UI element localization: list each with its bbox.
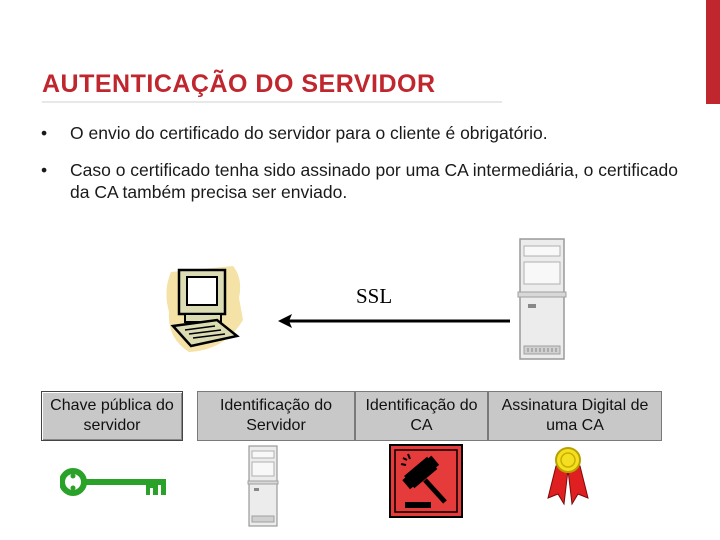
cert-field-label: Assinatura Digital de uma CA [501,397,649,434]
key-icon [60,468,166,496]
arrow-left-icon [278,314,510,328]
bullet-marker: • [41,160,48,180]
ssl-label: SSL [356,284,393,308]
gavel-icon [389,444,463,518]
cert-field-server-id: Identificação do Servidor [197,391,355,441]
bullet-list: • O envio do certificado do servidor para… [40,122,680,218]
bullet-item: • O envio do certificado do servidor para… [40,122,680,144]
bullet-text: Caso o certificado tenha sido assinado p… [70,160,678,202]
cert-field-ca-signature: Assinatura Digital de uma CA [488,391,662,441]
server-icon [517,238,567,360]
server-icon [247,445,279,527]
cert-field-ca-id: Identificação do CA [355,391,488,441]
cert-field-label: Chave pública do servidor [50,397,174,434]
accent-bar [706,0,720,104]
bullet-item: • Caso o certificado tenha sido assinado … [40,159,680,203]
bullet-text: O envio do certificado do servidor para … [70,123,548,143]
cert-field-label: Identificação do Servidor [219,397,333,434]
cert-field-label: Identificação do CA [365,397,478,434]
computer-icon [166,266,243,352]
bullet-marker: • [41,123,48,143]
award-ribbon-icon [547,447,589,506]
cert-field-public-key: Chave pública do servidor [41,391,183,441]
title-divider [42,101,502,103]
slide-title: AUTENTICAÇÃO DO SERVIDOR [42,70,436,98]
